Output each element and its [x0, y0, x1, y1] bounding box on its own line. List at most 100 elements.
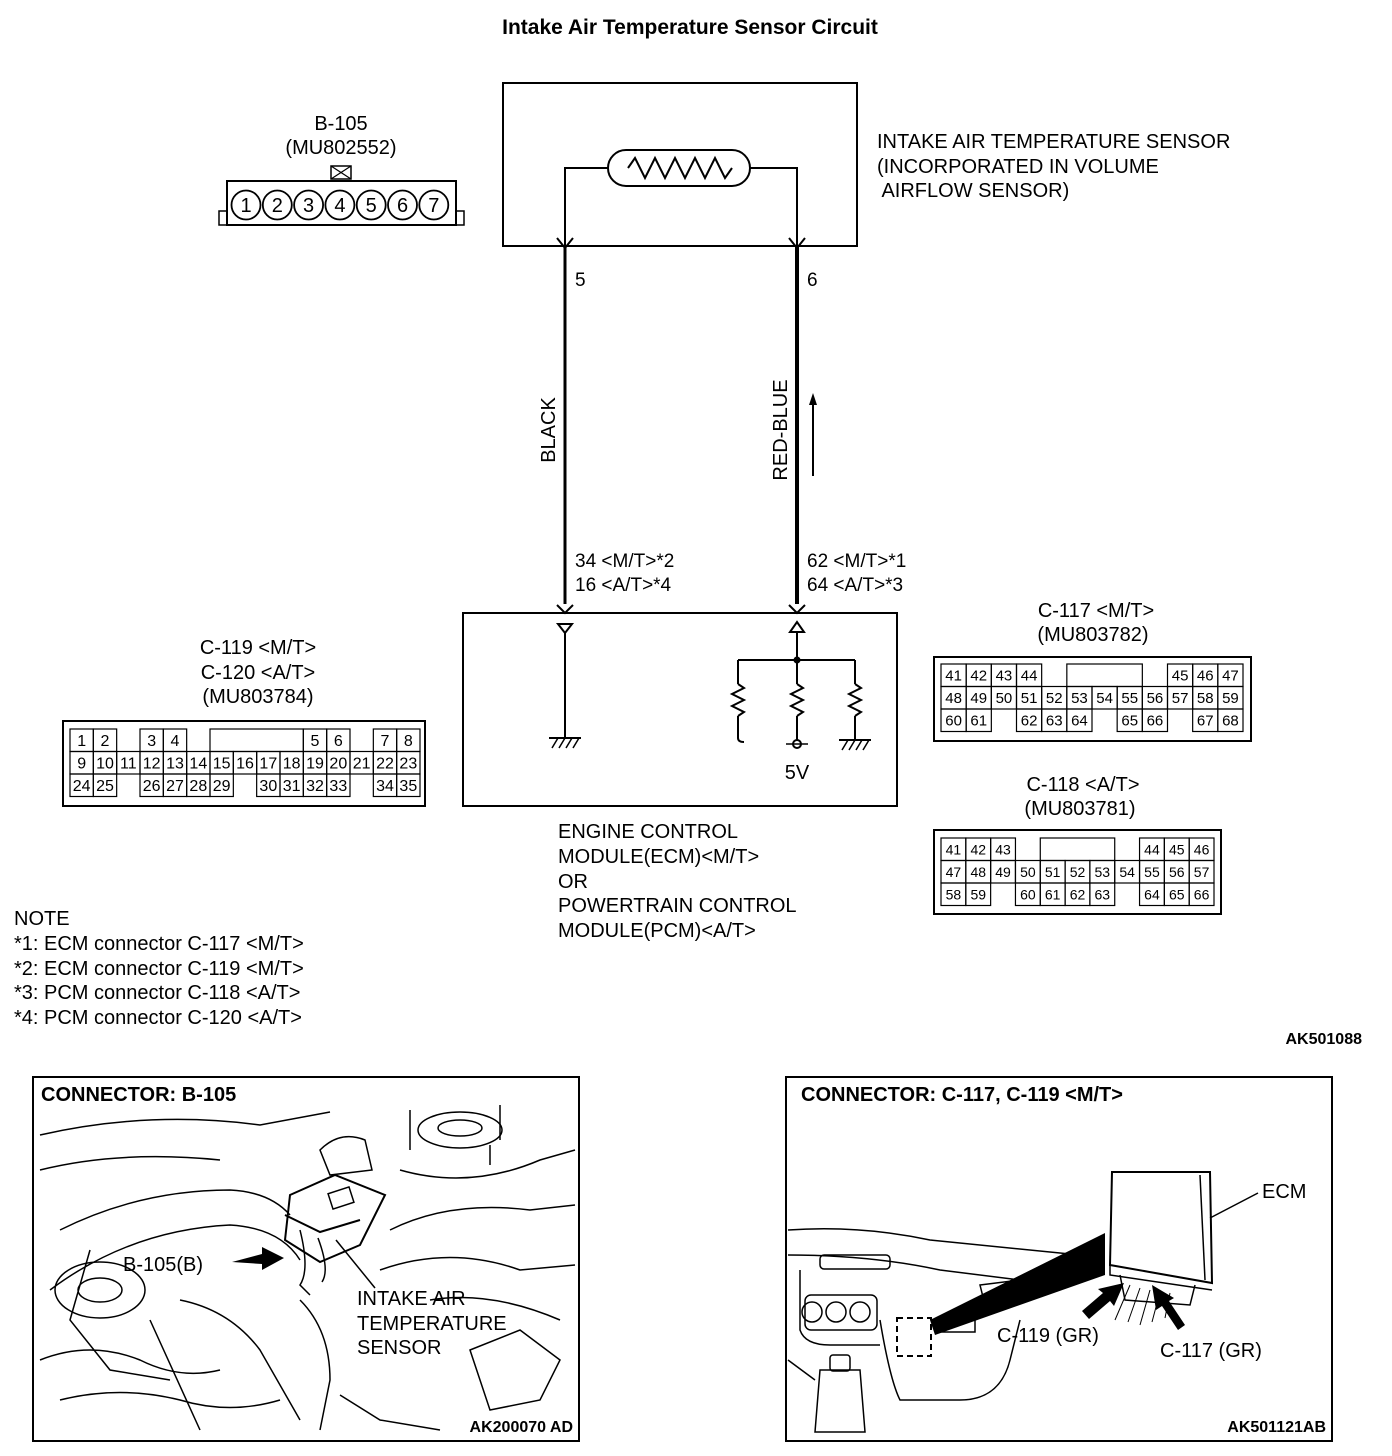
pin-number: 34 [376, 778, 394, 795]
pin-number: 60 [945, 713, 962, 730]
connector-b105-pin-number: 2 [272, 195, 283, 217]
pin-number: 31 [283, 778, 301, 795]
diagram-title: Intake Air Temperature Sensor Circuit [502, 16, 878, 39]
sensor-pin-5-label: 5 [575, 270, 586, 291]
pin-cell [209, 773, 234, 798]
ecm-terminal-left-line-1: 34 <M/T>*2 [575, 551, 674, 572]
note-line-4: *4: PCM connector C-120 <A/T> [14, 1007, 302, 1029]
pin-number: 65 [1121, 713, 1138, 730]
pin-number: 27 [166, 778, 184, 795]
pin-number: 61 [1045, 886, 1061, 902]
pin-number: 3 [147, 733, 156, 750]
note-line-2: *2: ECM connector C-119 <M/T> [14, 958, 304, 980]
pin-number: 25 [96, 778, 114, 795]
pin-number: 8 [404, 733, 413, 750]
connector-c118-part-number: (MU803781) [1024, 798, 1135, 820]
pin-number: 15 [213, 756, 231, 773]
pin-number: 19 [306, 756, 324, 773]
connector-b105-pin-number: 3 [303, 195, 314, 217]
connector-c119-name-line-1: C-119 <M/T> [200, 637, 316, 659]
pin-number: 68 [1222, 713, 1239, 730]
connector-b105-pin [355, 189, 387, 221]
pointer-arrow-icon [232, 1247, 284, 1270]
ecm-resistor-3 [846, 683, 864, 717]
pin-number: 45 [1172, 668, 1189, 685]
pin-number: 4 [171, 733, 180, 750]
figure-code-top: AK501088 [1286, 1031, 1363, 1048]
pin-number: 44 [1021, 668, 1038, 685]
pin-number: 62 [1070, 886, 1086, 902]
pin-cell [396, 773, 421, 798]
pin-number: 33 [329, 778, 347, 795]
connector-b105-part-number: (MU802552) [285, 137, 396, 159]
pin-number: 66 [1147, 713, 1164, 730]
ecm-resistor-1 [729, 683, 747, 717]
black-wire-color-label: BLACK [538, 397, 560, 463]
photo-left-sensor-label-1: INTAKE AIR [357, 1288, 466, 1310]
pin-number: 64 [1071, 713, 1088, 730]
pin-number: 63 [1046, 713, 1063, 730]
pin-number: 30 [259, 778, 277, 795]
pin-number: 48 [945, 690, 962, 707]
pin-number: 62 [1021, 713, 1038, 730]
c119-pointer-arrow-icon [1082, 1283, 1124, 1319]
connector-location-photo-b105: CONNECTOR: B-105 [32, 1076, 580, 1442]
photo-left-sensor-label-2: TEMPERATURE [357, 1313, 507, 1335]
pin-number: 50 [996, 690, 1013, 707]
photo-left-figure-code: AK200070 AD [470, 1419, 573, 1436]
pin-number: 21 [353, 756, 371, 773]
pin-cell [326, 773, 351, 798]
connector-b105-pin [230, 189, 262, 221]
connector-b105-pin-number: 7 [428, 195, 439, 217]
photo-right-ecm-label: ECM [1262, 1181, 1306, 1203]
sensor-label-line-2: (INCORPORATED IN VOLUME [877, 156, 1159, 178]
connector-b105-pin [261, 189, 293, 221]
pin-number: 6 [334, 733, 343, 750]
connector-b105-pin [387, 189, 418, 221]
pin-number: 24 [73, 778, 91, 795]
supply-voltage-label: 5V [785, 762, 810, 784]
connector-lock-icon [330, 165, 352, 180]
connector-c117-part-number: (MU803782) [1037, 624, 1148, 646]
connector-b105-name: B-105 [314, 113, 367, 135]
sensor-label-line-3: AIRFLOW SENSOR) [877, 180, 1069, 202]
pin-number: 42 [970, 841, 986, 857]
pin-number: 42 [970, 668, 987, 685]
connector-b105-pin [418, 189, 450, 221]
pin-number: 13 [166, 756, 184, 773]
pin-number: 47 [946, 864, 962, 880]
pin-number: 45 [1169, 841, 1185, 857]
ecm-resistor-2 [788, 683, 806, 717]
pin-number: 2 [101, 733, 110, 750]
pin-number: 43 [995, 841, 1011, 857]
pin-cell [1089, 882, 1116, 907]
pin-number: 49 [970, 690, 987, 707]
pin-number: 17 [259, 756, 277, 773]
pin-number: 63 [1095, 886, 1111, 902]
engine-bay-illustration [39, 1105, 576, 1431]
c117-pointer-arrow-icon [1152, 1285, 1185, 1330]
ground-icon [549, 737, 581, 749]
connector-c118-name: C-118 <A/T> [1026, 774, 1139, 796]
pin-cell [1217, 708, 1244, 733]
pin-number: 32 [306, 778, 324, 795]
pin-number: 7 [381, 733, 390, 750]
pin-number: 55 [1121, 690, 1138, 707]
photo-right-figure-code: AK501121AB [1227, 1419, 1326, 1436]
pin-number: 49 [995, 864, 1011, 880]
note-heading: NOTE [14, 908, 70, 930]
ecm-location-marker [896, 1317, 932, 1357]
pin-number: 57 [1194, 864, 1210, 880]
note-line-3: *3: PCM connector C-118 <A/T> [14, 982, 300, 1004]
pin-number: 5 [311, 733, 320, 750]
airflow-sensor-illustration [283, 1173, 387, 1296]
pin-cell [1066, 708, 1093, 733]
ground-icon [839, 739, 871, 751]
ecm-terminal-right-line-2: 64 <A/T>*3 [807, 575, 903, 596]
pin-number: 51 [1021, 690, 1038, 707]
pin-number: 61 [970, 713, 987, 730]
photo-right-c117-label: C-117 (GR) [1160, 1340, 1262, 1362]
pin-number: 56 [1147, 690, 1164, 707]
